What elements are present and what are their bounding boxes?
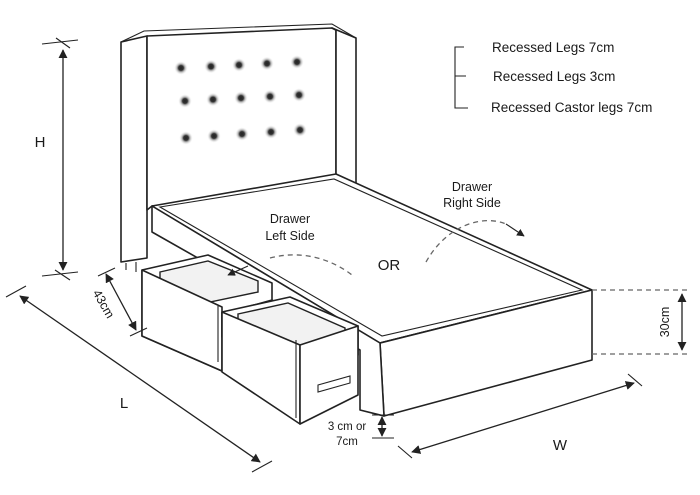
tufted-button	[174, 61, 188, 75]
tufted-button	[264, 125, 278, 139]
legend: Recessed Legs 7cm Recessed Legs 3cm Rece…	[454, 40, 652, 115]
width-dimension: W	[397, 373, 643, 459]
width-label: W	[553, 437, 568, 454]
leg-height-label-1: 3 cm or	[328, 421, 367, 433]
height-label: H	[35, 134, 46, 151]
drawer-right-label-1: Drawer	[452, 180, 492, 194]
drawer-right-label-2: Right Side	[443, 196, 501, 210]
tufted-button	[206, 92, 220, 107]
length-label: L	[120, 395, 128, 412]
drawer-depth-dimension: 43cm	[90, 267, 148, 337]
drawer-left-label-1: Drawer	[270, 212, 310, 226]
drawer-depth-label: 43cm	[90, 287, 117, 320]
tufted-button	[207, 129, 221, 143]
tufted-button	[263, 89, 277, 104]
tufted-button	[204, 59, 218, 74]
side-height-dimension: 30cm	[592, 289, 688, 355]
legend-item-castor-legs-7cm: Recessed Castor legs 7cm	[491, 100, 652, 115]
or-label: OR	[378, 257, 401, 274]
drawer-left-arrow	[227, 254, 353, 276]
tufted-button	[292, 88, 306, 102]
side-height-label: 30cm	[658, 307, 672, 338]
height-dimension: H	[35, 37, 79, 281]
legend-item-legs-3cm: Recessed Legs 3cm	[493, 69, 615, 84]
length-dimension: L	[5, 285, 273, 473]
tufted-button	[234, 91, 248, 105]
leg-height-dimension: 3 cm or 7cm	[328, 414, 394, 448]
drawer-left-label-2: Left Side	[265, 229, 314, 243]
tufted-button	[290, 55, 304, 69]
tufted-button	[232, 58, 246, 72]
legend-item-legs-7cm: Recessed Legs 7cm	[492, 40, 614, 55]
tufted-button	[235, 127, 249, 141]
tufted-buttons	[174, 55, 307, 145]
tufted-button	[293, 123, 307, 137]
drawer-right-arrow	[425, 220, 525, 263]
tufted-button	[260, 56, 274, 71]
leg-height-label-2: 7cm	[336, 436, 358, 448]
headboard	[120, 23, 357, 272]
tufted-button	[178, 94, 192, 108]
tufted-button	[179, 131, 193, 145]
